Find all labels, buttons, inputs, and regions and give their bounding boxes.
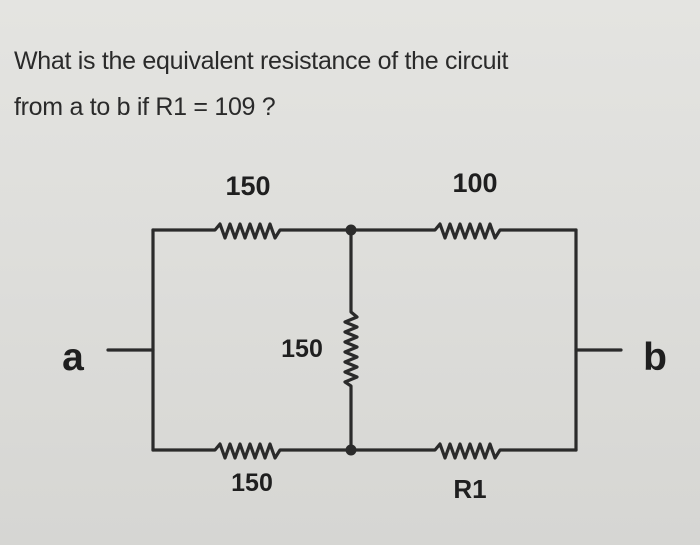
- bottom-right-resistor-label: R1: [453, 474, 486, 504]
- middle-resistor-label: 150: [281, 335, 323, 363]
- top-junction-node: [345, 224, 357, 236]
- top-left-resistor-label: 150: [225, 171, 270, 201]
- top-right-resistor-label: 100: [452, 168, 497, 198]
- top-wire: [151, 222, 578, 240]
- middle-wire: [343, 228, 359, 452]
- bottom-junction-node: [345, 444, 357, 456]
- question-line-1: What is the equivalent resistance of the…: [14, 47, 509, 75]
- question-line-2: from a to b if R1 = 109 ?: [14, 93, 276, 121]
- bottom-wire: [151, 442, 578, 460]
- terminal-a-label: a: [62, 336, 84, 379]
- question-text: What is the equivalent resistance of the…: [14, 38, 674, 130]
- bottom-left-resistor-label: 150: [231, 469, 273, 497]
- terminal-b-label: b: [643, 336, 667, 379]
